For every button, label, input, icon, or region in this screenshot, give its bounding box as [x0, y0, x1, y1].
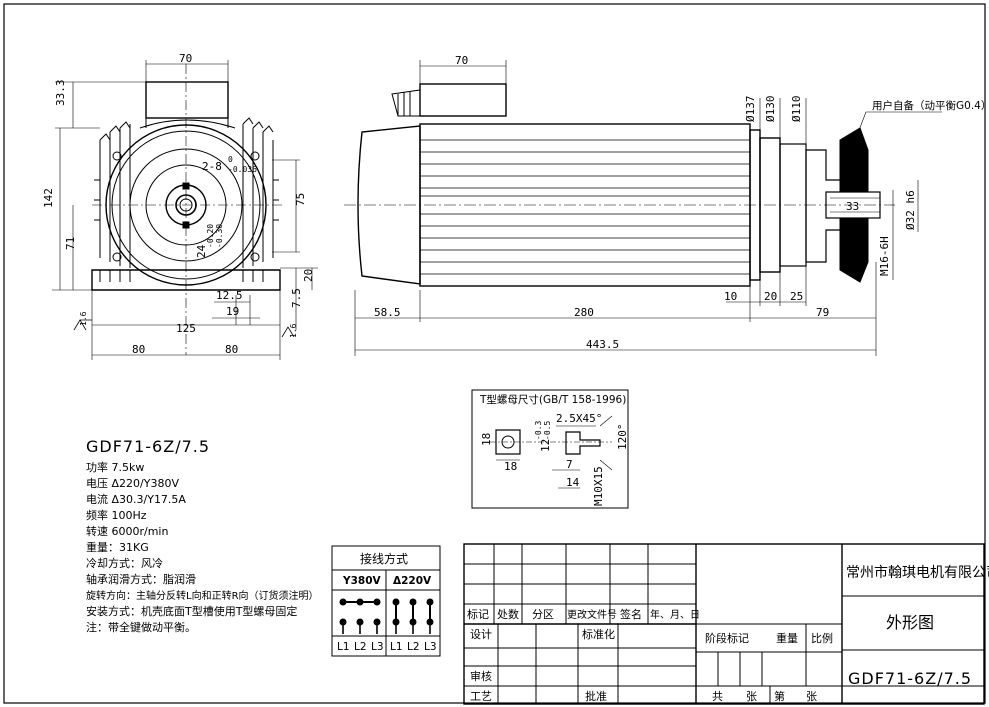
- wiring-delta-diagram: [392, 598, 434, 634]
- spec-line-speed: 转速 6000r/min: [86, 524, 168, 538]
- tnut-tol-a: -0.3: [534, 421, 543, 440]
- front-tol-b-top: -0.20: [206, 224, 215, 248]
- roughness-b: 1.6: [289, 323, 298, 338]
- spec-line-current: 电流 Δ30.3/Y17.5A: [86, 492, 186, 506]
- spec-line-lubrication: 轴承润滑方式：脂润滑: [86, 572, 196, 586]
- front-dim-71: 71: [64, 237, 77, 250]
- terminal-l1-y: L1: [337, 641, 350, 653]
- tnut-d7: 7: [566, 458, 573, 471]
- spec-line-rotation: 旋转方向：主轴分反转L向和正转R向（订货须注明）: [86, 589, 319, 602]
- side-dim-25: 25: [790, 290, 803, 303]
- tb-drawing-no: GDF71-6Z/7.5: [848, 669, 972, 688]
- tb-sheet-of: 张: [806, 690, 817, 703]
- tnut-tol-b: -0.5: [543, 421, 552, 440]
- tb-header-mark: 标记: [467, 607, 489, 621]
- spec-line-weight: 重量：31KG: [86, 540, 149, 554]
- front-dim-24: 24: [195, 244, 208, 258]
- tb-scale: 比例: [811, 631, 833, 645]
- tnut-w18: 18: [504, 460, 517, 473]
- tb-sheet-no: 第: [774, 689, 785, 703]
- front-dim-20: 20: [302, 269, 315, 282]
- side-dia-32: Ø32 h6: [904, 190, 917, 230]
- front-dim-70: 70: [179, 52, 192, 65]
- front-view: [52, 60, 318, 360]
- wiring-y-label: Y380V: [342, 575, 382, 587]
- front-dim-80-left: 80: [132, 343, 145, 356]
- tb-header-count: 处数: [497, 608, 519, 621]
- tb-review: 审核: [470, 669, 492, 683]
- roughness-a: 1.6: [79, 311, 88, 326]
- tb-approve: 批准: [585, 689, 607, 703]
- tb-header-date: 年、月、日: [650, 608, 700, 621]
- sheet-border: [3, 3, 986, 704]
- front-dim-125: 125: [176, 322, 196, 335]
- t-nut-detail: [471, 389, 629, 509]
- terminal-l2-d: L2: [407, 641, 420, 653]
- tnut-h12: 12: [539, 439, 552, 452]
- tb-header-sign: 签名: [620, 607, 642, 621]
- side-dim-10: 10: [724, 290, 737, 303]
- front-key-width: 2-8: [202, 160, 222, 173]
- front-dim-19: 19: [226, 305, 239, 318]
- terminal-l2-y: L2: [354, 641, 367, 653]
- tnut-chamfer: 2.5X45°: [556, 412, 602, 425]
- side-view: [344, 60, 942, 356]
- side-dim-70: 70: [455, 54, 468, 67]
- terminal-l3-y: L3: [371, 641, 384, 653]
- front-tol-b-bottom: -0.30: [215, 224, 224, 248]
- tb-design: 设计: [470, 628, 492, 641]
- side-user-note: 用户自备（动平衡G0.4）: [872, 99, 989, 112]
- side-dim-280: 280: [574, 306, 594, 319]
- tb-total: 共: [712, 690, 723, 703]
- wiring-y-diagram: [339, 598, 381, 634]
- tnut-d14: 14: [566, 476, 580, 489]
- side-dim-58-5: 58.5: [374, 306, 401, 319]
- tb-drawing-name: 外形图: [886, 613, 934, 632]
- side-dim-79: 79: [816, 306, 829, 319]
- side-thread: M16-6H: [878, 236, 891, 276]
- tb-weight: 重量: [776, 631, 798, 645]
- tb-sheets: 张: [746, 690, 757, 703]
- side-dia-130: Ø130: [764, 96, 777, 123]
- tb-header-file: 更改文件号: [567, 608, 617, 621]
- side-dim-20: 20: [764, 290, 777, 303]
- front-dim-7-5: 7.5: [290, 288, 303, 308]
- side-dia-137: Ø137: [744, 96, 757, 123]
- front-dim-33-3: 33.3: [54, 80, 67, 107]
- spec-line-cooling: 冷却方式：风冷: [86, 556, 163, 570]
- tb-company: 常州市翰琪电机有限公司: [846, 564, 989, 581]
- spec-line-note: 注：带全键做动平衡。: [86, 620, 196, 634]
- spec-line-frequency: 频率 100Hz: [86, 508, 147, 522]
- side-dim-443-5: 443.5: [586, 338, 619, 351]
- tnut-h18: 18: [480, 433, 493, 446]
- front-tol-a-bottom: -0.036: [228, 165, 257, 174]
- spec-model: GDF71-6Z/7.5: [86, 437, 210, 456]
- terminal-l1-d: L1: [390, 641, 403, 653]
- side-dim-33: 33: [846, 200, 859, 213]
- front-dim-142: 142: [42, 188, 55, 208]
- tb-header-zone: 分区: [532, 608, 554, 621]
- tnut-title: T型螺母尺寸(GB/T 158-1996): [479, 393, 626, 406]
- side-dia-110: Ø110: [790, 96, 803, 123]
- wiring-box: [331, 545, 441, 657]
- spec-line-power: 功率 7.5kw: [86, 460, 144, 474]
- wiring-title: 接线方式: [360, 551, 408, 566]
- tnut-angle: 120°: [616, 424, 629, 451]
- spec-line-voltage: 电压 Δ220/Y380V: [86, 477, 179, 490]
- wiring-d-label: Δ220V: [393, 575, 432, 587]
- tb-stage: 阶段标记: [705, 631, 749, 645]
- tnut-thread: M10X15: [592, 466, 605, 506]
- terminal-l3-d: L3: [424, 641, 437, 653]
- front-tol-a-top: 0: [228, 155, 233, 164]
- tb-standard: 标准化: [582, 627, 615, 641]
- spec-line-mounting: 安装方式：机壳底面T型槽使用T型螺母固定: [86, 604, 297, 618]
- front-dim-75: 75: [294, 193, 307, 206]
- front-dim-12-5: 12.5: [216, 289, 243, 302]
- tb-process: 工艺: [470, 690, 492, 703]
- title-block: [463, 543, 985, 705]
- front-dim-80-right: 80: [225, 343, 238, 356]
